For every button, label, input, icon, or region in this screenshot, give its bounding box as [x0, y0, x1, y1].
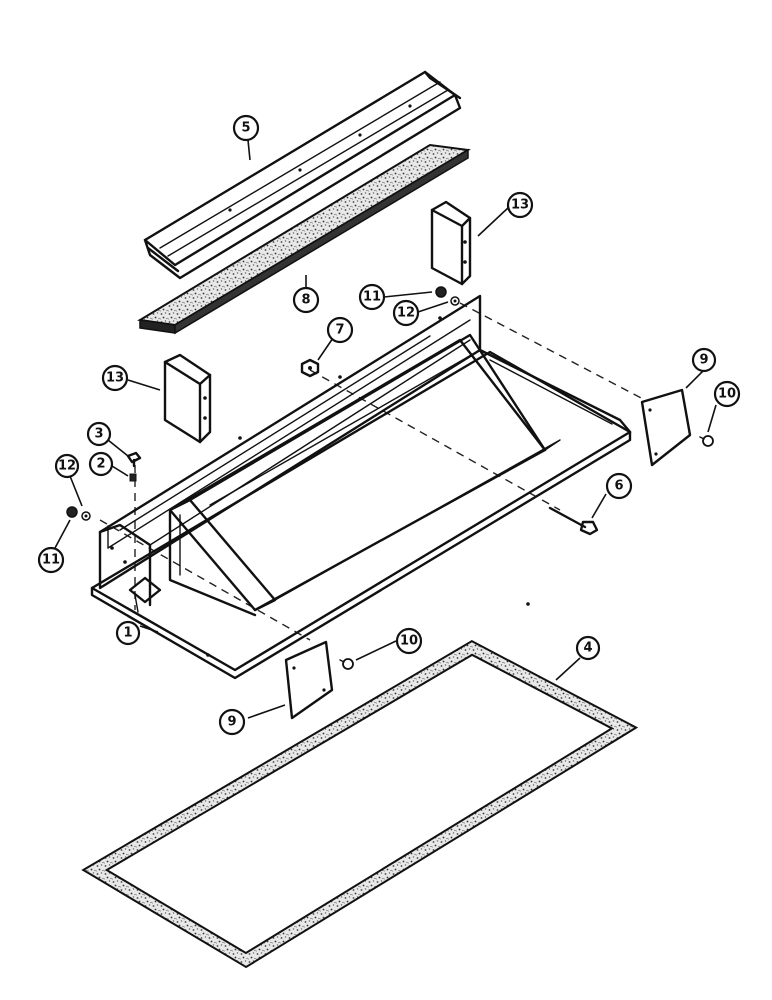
- part-13-bracket-left: [163, 353, 212, 444]
- part-9-cover-plate-right: [640, 388, 692, 467]
- callout-6: 6: [605, 472, 633, 500]
- callout-10-right: 10: [713, 380, 741, 408]
- part-7-nut: [300, 358, 320, 378]
- svg-text:5: 5: [241, 121, 250, 136]
- part-10-screw-right: [699, 435, 714, 447]
- callout-9-right: 9: [691, 347, 717, 373]
- svg-text:4: 4: [583, 641, 592, 656]
- svg-text:1: 1: [123, 626, 132, 641]
- part-4-gasket-frame: [81, 639, 639, 969]
- callout-13-left: 13: [101, 364, 129, 392]
- part-10-screw-lower: [339, 658, 354, 670]
- svg-text:11: 11: [42, 553, 60, 568]
- svg-text:10: 10: [718, 387, 736, 402]
- part-1-housing: [90, 294, 632, 680]
- part-9-cover-plate-lower: [284, 640, 334, 720]
- leader-lines: [54, 139, 717, 719]
- callout-11-upper: 11: [358, 283, 386, 311]
- callout-11-lower: 11: [37, 546, 65, 574]
- callout-2: 2: [88, 451, 114, 477]
- svg-text:10: 10: [400, 634, 418, 649]
- part-6-bolt: [548, 506, 599, 536]
- part-12-washer-upper: [450, 296, 460, 306]
- callout-12-lower: 12: [54, 453, 80, 479]
- callout-7: 7: [326, 316, 354, 344]
- svg-text:9: 9: [227, 715, 236, 730]
- svg-text:7: 7: [335, 323, 344, 338]
- callout-3: 3: [86, 421, 112, 447]
- svg-text:8: 8: [301, 293, 310, 308]
- callout-4: 4: [575, 635, 601, 661]
- part-3-screw: [126, 451, 142, 468]
- svg-text:13: 13: [511, 198, 529, 213]
- callout-1: 1: [115, 620, 141, 646]
- callout-8: 8: [292, 286, 320, 314]
- part-2-spacer: [129, 473, 137, 482]
- svg-text:12: 12: [397, 306, 415, 321]
- svg-text:13: 13: [106, 371, 124, 386]
- svg-text:12: 12: [58, 459, 76, 474]
- callout-10-lower: 10: [395, 627, 423, 655]
- part-8-filter-pad: [137, 143, 471, 335]
- callout-12-upper: 12: [392, 299, 420, 327]
- part-11-nut-lower: [66, 506, 78, 518]
- svg-text:3: 3: [94, 427, 103, 442]
- callout-5: 5: [232, 114, 260, 142]
- svg-text:6: 6: [614, 479, 623, 494]
- part-11-nut-upper: [435, 286, 447, 298]
- part-13-bracket-right: [430, 200, 472, 286]
- callout-9-lower: 9: [218, 708, 246, 736]
- callout-13-right: 13: [506, 191, 534, 219]
- svg-text:2: 2: [96, 457, 105, 472]
- part-12-washer-lower: [81, 511, 91, 521]
- part-5-channel-strip: [143, 70, 462, 280]
- assembly-lines: [99, 302, 646, 641]
- svg-text:9: 9: [699, 353, 708, 368]
- svg-text:11: 11: [363, 290, 381, 305]
